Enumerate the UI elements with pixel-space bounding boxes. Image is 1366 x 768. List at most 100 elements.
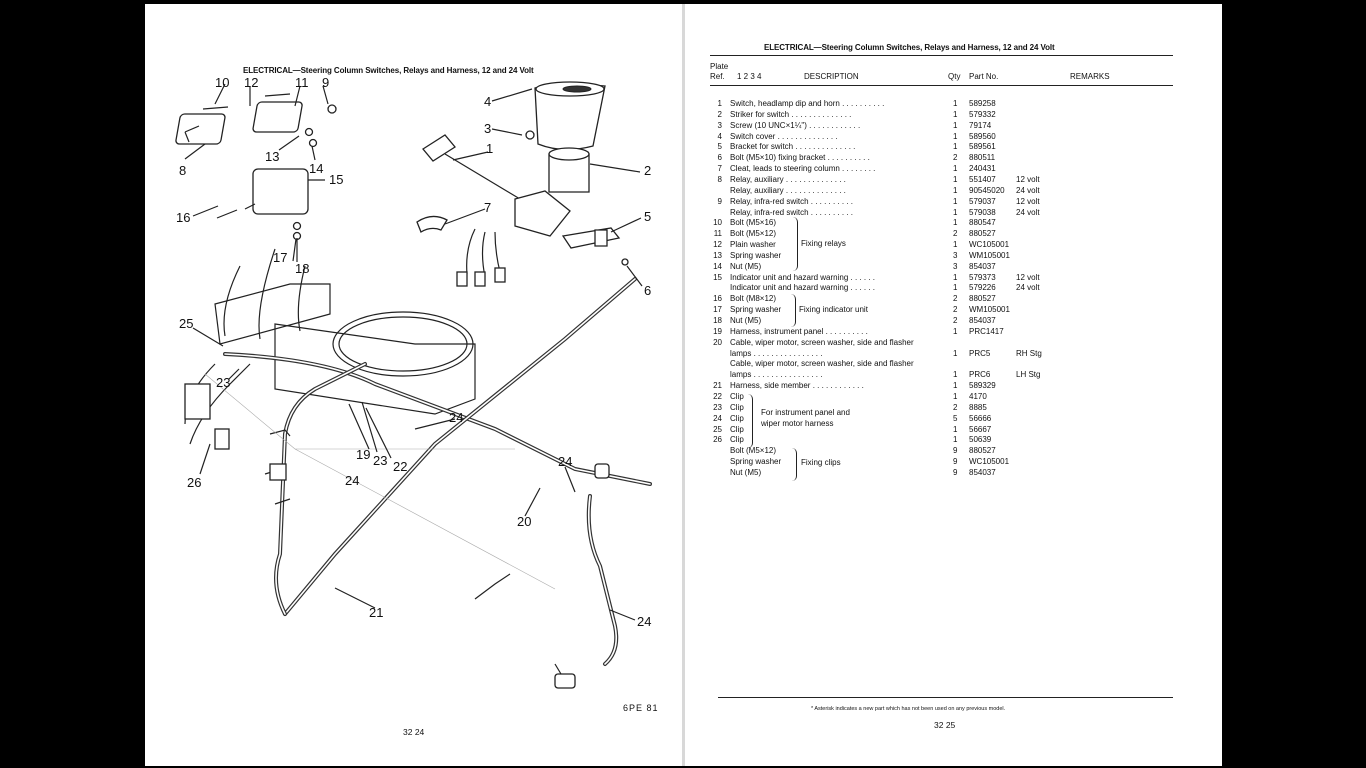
callout-7: 7 <box>484 200 491 215</box>
row-qty: 2 <box>953 153 958 163</box>
callout-15: 15 <box>329 172 343 187</box>
callout-5: 5 <box>644 209 651 224</box>
group-clips-line1: For instrument panel and <box>761 408 850 417</box>
row-ref: 13 <box>713 250 722 260</box>
row-description: Harness, instrument panel . . . . . . . … <box>730 326 868 336</box>
row-ref: 1 <box>717 99 722 108</box>
row-ref: 8 <box>717 174 722 184</box>
row-qty: 2 <box>953 294 958 304</box>
row-qty: 1 <box>953 174 958 184</box>
callout-14: 14 <box>309 161 323 176</box>
header-rule <box>710 55 1173 56</box>
callout-18: 18 <box>295 261 309 276</box>
page-number: 32 24 <box>403 727 425 737</box>
row-part-no: 880527 <box>969 446 996 456</box>
relay-body-2 <box>252 101 303 133</box>
callout-20: 20 <box>517 514 531 529</box>
group-clips-line2: wiper motor harness <box>761 419 834 428</box>
row-part-no: 56666 <box>969 413 992 423</box>
row-part-no: 880527 <box>969 229 996 239</box>
row-description: Spring washer <box>730 250 782 260</box>
callout-23a: 23 <box>216 375 230 390</box>
row-qty: 2 <box>953 402 958 412</box>
row-remarks: 24 volt <box>1016 283 1040 293</box>
footnote: * Asterisk indicates a new part which ha… <box>811 706 1006 712</box>
row-qty: 2 <box>953 316 958 325</box>
row-remarks: 24 volt <box>1016 185 1040 195</box>
callout-11: 11 <box>295 75 309 90</box>
callout-8: 8 <box>179 163 186 178</box>
row-part-no: PRC6 <box>969 370 991 380</box>
row-description: Striker for switch . . . . . . . . . . .… <box>730 109 852 119</box>
row-ref: 5 <box>717 142 722 152</box>
row-remarks: 12 volt <box>1016 196 1040 206</box>
row-description: Bolt (M5×16) <box>730 218 777 228</box>
group-fixing-clips: Fixing clips <box>801 458 841 467</box>
header-bottom-rule <box>710 85 1173 86</box>
group-fixing-indicator: Fixing indicator unit <box>799 305 868 314</box>
header-remarks: REMARKS <box>1070 72 1110 81</box>
row-description: Clip <box>730 402 744 412</box>
row-ref: 17 <box>713 305 722 315</box>
lamp-connector <box>554 673 576 689</box>
row-description: Indicator unit and hazard warning . . . … <box>730 272 875 282</box>
row-qty: 9 <box>953 457 958 467</box>
row-part-no: 880527 <box>969 294 996 304</box>
row-part-no: 579332 <box>969 109 996 119</box>
connector-block <box>269 463 287 481</box>
cleat-7-part <box>416 215 448 233</box>
nut-9 <box>327 104 337 114</box>
callout-17: 17 <box>273 250 287 265</box>
row-remarks: 24 volt <box>1016 207 1040 217</box>
callout-25: 25 <box>179 316 193 331</box>
callout-23b: 23 <box>373 453 387 468</box>
callout-21: 21 <box>369 605 383 620</box>
row-qty: 1 <box>953 196 958 206</box>
callout-19: 19 <box>356 447 370 462</box>
harness-21 <box>283 277 637 616</box>
callout-26: 26 <box>187 475 201 490</box>
row-ref: 4 <box>717 131 722 141</box>
row-remarks: 12 volt <box>1016 272 1040 282</box>
row-qty: 3 <box>953 261 958 271</box>
callout-4: 4 <box>484 94 491 109</box>
row-part-no: PRC5 <box>969 348 991 358</box>
brace-fixing-indicator <box>791 294 796 327</box>
row-part-no: 79174 <box>969 120 992 130</box>
row-part-no: WC105001 <box>969 457 1010 467</box>
relay-infra-red-part <box>252 101 303 133</box>
dashboard-panel <box>214 283 331 345</box>
row-qty: 1 <box>953 272 958 282</box>
row-description: Nut (M5) <box>730 261 762 271</box>
callout-13: 13 <box>265 149 279 164</box>
row-remarks: LH Stg <box>1016 370 1041 380</box>
row-ref: 21 <box>713 381 722 391</box>
row-qty: 9 <box>953 446 958 456</box>
row-qty: 1 <box>953 120 958 130</box>
row-part-no: 56667 <box>969 424 992 434</box>
row-part-no: 50639 <box>969 435 992 445</box>
row-ref: 23 <box>713 402 722 412</box>
row-part-no: 880511 <box>969 153 996 163</box>
callout-6: 6 <box>644 283 651 298</box>
row-description: Clip <box>730 424 744 434</box>
row-description: Clip <box>730 435 744 445</box>
row-part-no: WM105001 <box>969 250 1010 260</box>
callout-12: 12 <box>244 75 258 90</box>
connector-26 <box>184 383 211 420</box>
row-description: Relay, auxiliary . . . . . . . . . . . .… <box>730 174 846 184</box>
callout-24b: 24 <box>345 473 359 488</box>
right-page-parts-list: ELECTRICAL—Steering Column Switches, Rel… <box>685 4 1222 766</box>
row-part-no: 551407 <box>969 174 996 184</box>
row-description: Relay, infra-red switch . . . . . . . . … <box>730 196 853 206</box>
row-description: Screw (10 UNC×1¼") . . . . . . . . . . .… <box>730 120 861 130</box>
row-qty: 1 <box>953 348 958 358</box>
row-description: Nut (M5) <box>730 316 762 325</box>
row-description: Cleat, leads to steering column . . . . … <box>730 164 876 174</box>
bolt-6 <box>621 258 629 266</box>
page-title: ELECTRICAL—Steering Column Switches, Rel… <box>243 66 534 75</box>
row-qty: 1 <box>953 99 958 108</box>
callout-9: 9 <box>322 75 329 90</box>
header-cols: 1 2 3 4 <box>737 72 762 81</box>
row-description: Clip <box>730 413 744 423</box>
